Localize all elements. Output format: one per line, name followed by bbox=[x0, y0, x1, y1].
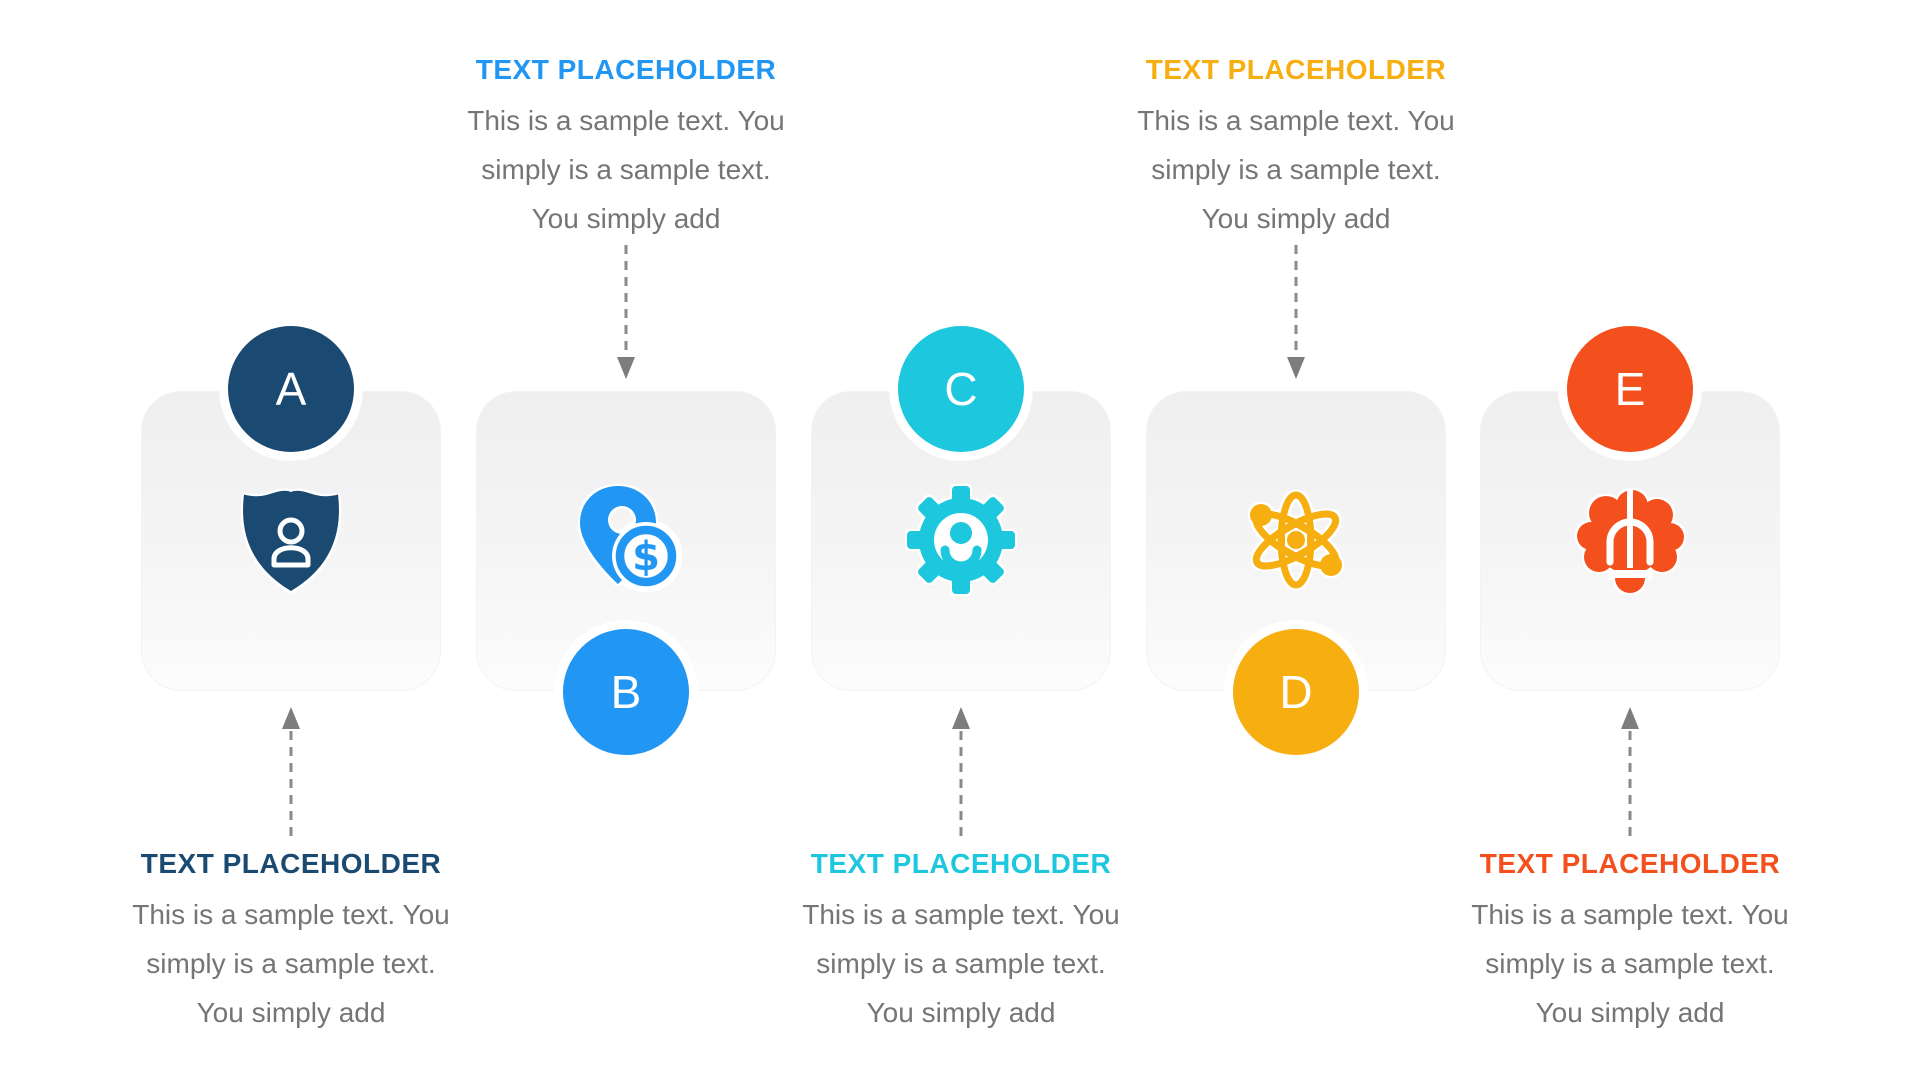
step-badge-d: D bbox=[1233, 629, 1359, 755]
step-body-a: This is a sample text. You simply is a s… bbox=[116, 890, 466, 1037]
step-letter-c: C bbox=[944, 363, 978, 415]
step-badge-b: B bbox=[563, 629, 689, 755]
brain-idea-icon bbox=[1574, 484, 1686, 596]
location-dollar-icon: $ bbox=[570, 484, 682, 596]
step-letter-d: D bbox=[1279, 666, 1313, 718]
step-badge-c: C bbox=[898, 326, 1024, 452]
step-column-a: A TEXT PLACEHOLDER This is a sample text… bbox=[116, 0, 466, 1080]
body-line: You simply add bbox=[1535, 997, 1725, 1028]
body-line: simply is a sample text. bbox=[816, 948, 1106, 979]
arrow-down-icon bbox=[617, 245, 635, 379]
body-line: This is a sample text. You bbox=[802, 899, 1120, 930]
step-letter-a: A bbox=[275, 363, 307, 415]
svg-text:$: $ bbox=[632, 534, 660, 580]
body-line: You simply add bbox=[866, 997, 1056, 1028]
shield-user-icon bbox=[235, 484, 347, 596]
step-title-e: TEXT PLACEHOLDER bbox=[1479, 848, 1781, 879]
body-line: You simply add bbox=[196, 997, 386, 1028]
step-title-a: TEXT PLACEHOLDER bbox=[140, 848, 442, 879]
atom-icon bbox=[1240, 484, 1352, 596]
body-line: simply is a sample text. bbox=[146, 948, 436, 979]
body-line: simply is a sample text. bbox=[1485, 948, 1775, 979]
step-body-d: This is a sample text. You simply is a s… bbox=[1121, 96, 1471, 243]
body-line: This is a sample text. You bbox=[467, 105, 785, 136]
step-text-a: TEXT PLACEHOLDER This is a sample text. … bbox=[116, 848, 466, 1037]
arrow-down-icon bbox=[1287, 245, 1305, 379]
step-body-c: This is a sample text. You simply is a s… bbox=[786, 890, 1136, 1037]
arrow-up-icon bbox=[952, 707, 970, 843]
body-line: simply is a sample text. bbox=[1151, 154, 1441, 185]
body-line: This is a sample text. You bbox=[1137, 105, 1455, 136]
step-badge-e: E bbox=[1567, 326, 1693, 452]
step-title-d: TEXT PLACEHOLDER bbox=[1145, 54, 1447, 85]
step-body-e: This is a sample text. You simply is a s… bbox=[1455, 890, 1805, 1037]
step-column-c: C TEXT PLACEHOLDER This is bbox=[786, 0, 1136, 1080]
step-column-d: D TEXT PLACEHOLDER This is a sample text… bbox=[1121, 0, 1471, 1080]
body-line: This is a sample text. You bbox=[1471, 899, 1789, 930]
step-letter-b: B bbox=[610, 666, 642, 718]
step-text-d: TEXT PLACEHOLDER This is a sample text. … bbox=[1121, 54, 1471, 243]
step-column-b: $ B TEXT PLACEHOLDER This is a sample te… bbox=[451, 0, 801, 1080]
step-column-e: E TEXT PLACEHOLDER Thi bbox=[1455, 0, 1805, 1080]
body-line: You simply add bbox=[1201, 203, 1391, 234]
step-body-b: This is a sample text. You simply is a s… bbox=[451, 96, 801, 243]
arrow-up-icon bbox=[1621, 707, 1639, 843]
gear-user-icon bbox=[905, 484, 1017, 596]
step-badge-a: A bbox=[228, 326, 354, 452]
body-line: simply is a sample text. bbox=[481, 154, 771, 185]
step-text-c: TEXT PLACEHOLDER This is a sample text. … bbox=[786, 848, 1136, 1037]
step-text-e: TEXT PLACEHOLDER This is a sample text. … bbox=[1455, 848, 1805, 1037]
body-line: This is a sample text. You bbox=[132, 899, 450, 930]
step-text-b: TEXT PLACEHOLDER This is a sample text. … bbox=[451, 54, 801, 243]
arrow-up-icon bbox=[282, 707, 300, 843]
step-title-b: TEXT PLACEHOLDER bbox=[475, 54, 777, 85]
step-title-c: TEXT PLACEHOLDER bbox=[810, 848, 1112, 879]
step-letter-e: E bbox=[1614, 363, 1646, 415]
body-line: You simply add bbox=[531, 203, 721, 234]
